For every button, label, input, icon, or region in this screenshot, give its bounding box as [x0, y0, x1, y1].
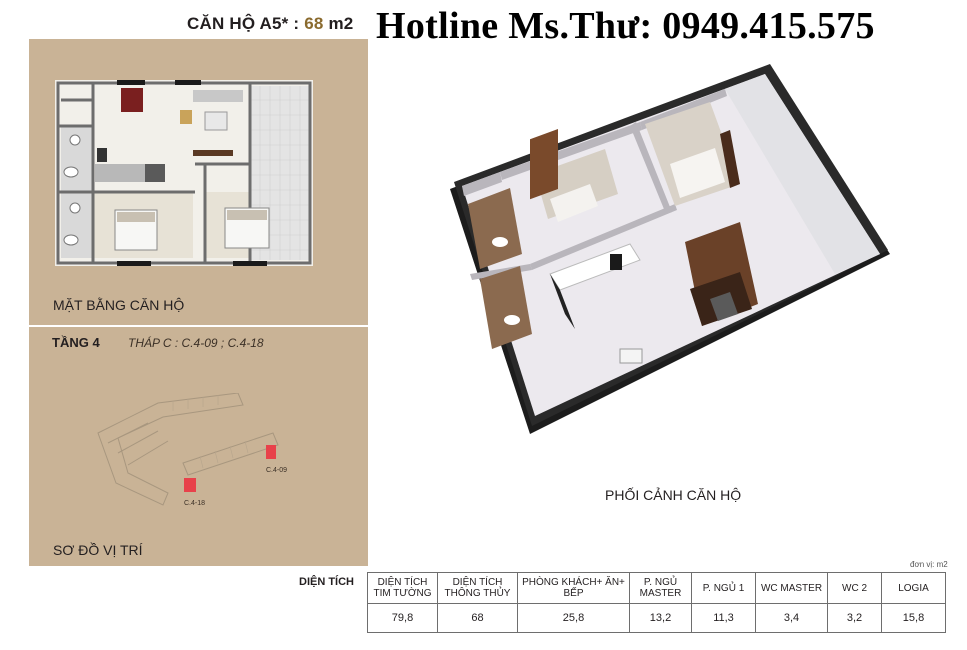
apartment-unit: m2 [323, 14, 354, 33]
perspective-label: PHỐI CẢNH CĂN HỘ [605, 487, 742, 503]
floor-plan-label: MẶT BẰNG CĂN HỘ [53, 297, 185, 313]
unit-grid [172, 395, 249, 469]
render-kitchen-living [549, 222, 758, 364]
basin-2 [69, 202, 81, 214]
floor-label: TẦNG 4 [52, 335, 100, 350]
table-row: 79,8 68 25,8 13,2 11,3 3,4 3,2 15,8 [367, 603, 946, 633]
area-table: DIỆN TÍCH TIM TƯỜNG DIỆN TÍCH THÔNG THỦY… [367, 572, 946, 633]
value-cell: 3,4 [755, 603, 828, 633]
header-cell: P. NGỦ MASTER [629, 572, 692, 604]
apartment-prefix: CĂN HỘ A5* : [187, 14, 305, 33]
unit-label-c418: C.4-18 [184, 500, 205, 507]
render-wc [468, 188, 532, 349]
apartment-3d-render [450, 64, 890, 434]
area-table-title: DIỆN TÍCH [299, 576, 354, 588]
kitchen-counter [95, 148, 165, 182]
value-cell: 13,2 [629, 603, 692, 633]
header-cell: PHÒNG KHÁCH+ ĂN+ BẾP [517, 572, 630, 604]
apartment-title: CĂN HỘ A5* : 68 m2 [187, 14, 353, 34]
site-plan-label: SƠ ĐỒ VỊ TRÍ [53, 542, 143, 558]
value-cell: 15,8 [881, 603, 946, 633]
window-bars [117, 80, 267, 266]
apartment-area: 68 [304, 14, 324, 33]
header-cell: WC MASTER [755, 572, 828, 604]
unit-label-c409: C.4-09 [266, 467, 287, 474]
unit-highlight-c409 [266, 445, 276, 459]
floor-plan-drawing [55, 80, 313, 266]
dining-table [121, 88, 143, 112]
table-header-row: DIỆN TÍCH TIM TƯỜNG DIỆN TÍCH THÔNG THỦY… [367, 572, 946, 604]
header-cell: DIỆN TÍCH TIM TƯỜNG [367, 572, 438, 604]
tv-shelf [193, 150, 233, 156]
site-plan-drawing: C.4-09 C.4-18 [97, 393, 287, 507]
value-cell: 3,2 [827, 603, 882, 633]
header-cell: WC 2 [827, 572, 882, 604]
bed-master [224, 207, 270, 249]
value-cell: 68 [437, 603, 518, 633]
value-cell: 25,8 [517, 603, 630, 633]
header-cell: LOGIA [881, 572, 946, 604]
hotline-text: Hotline Ms.Thư: 0949.415.575 [376, 5, 875, 47]
bed-1 [114, 209, 158, 251]
logia-area [250, 86, 310, 260]
toilet-2 [63, 234, 79, 246]
render-bedroom-1 [530, 129, 618, 222]
render-bedroom-master [645, 102, 740, 206]
value-cell: 79,8 [367, 603, 438, 633]
render-logia [725, 74, 880, 274]
sofa-set [180, 90, 243, 131]
basin-1 [69, 134, 81, 146]
unit-highlight-c418 [184, 478, 196, 492]
header-cell: DIỆN TÍCH THÔNG THỦY [437, 572, 518, 604]
panel-divider [29, 325, 368, 327]
unit-note: đơn vị: m2 [910, 560, 948, 569]
tower-label: THÁP C : C.4-09 ; C.4-18 [128, 336, 264, 350]
header-cell: P. NGỦ 1 [691, 572, 756, 604]
toilet-1 [63, 166, 79, 178]
value-cell: 11,3 [691, 603, 756, 633]
building-outline [97, 393, 279, 506]
